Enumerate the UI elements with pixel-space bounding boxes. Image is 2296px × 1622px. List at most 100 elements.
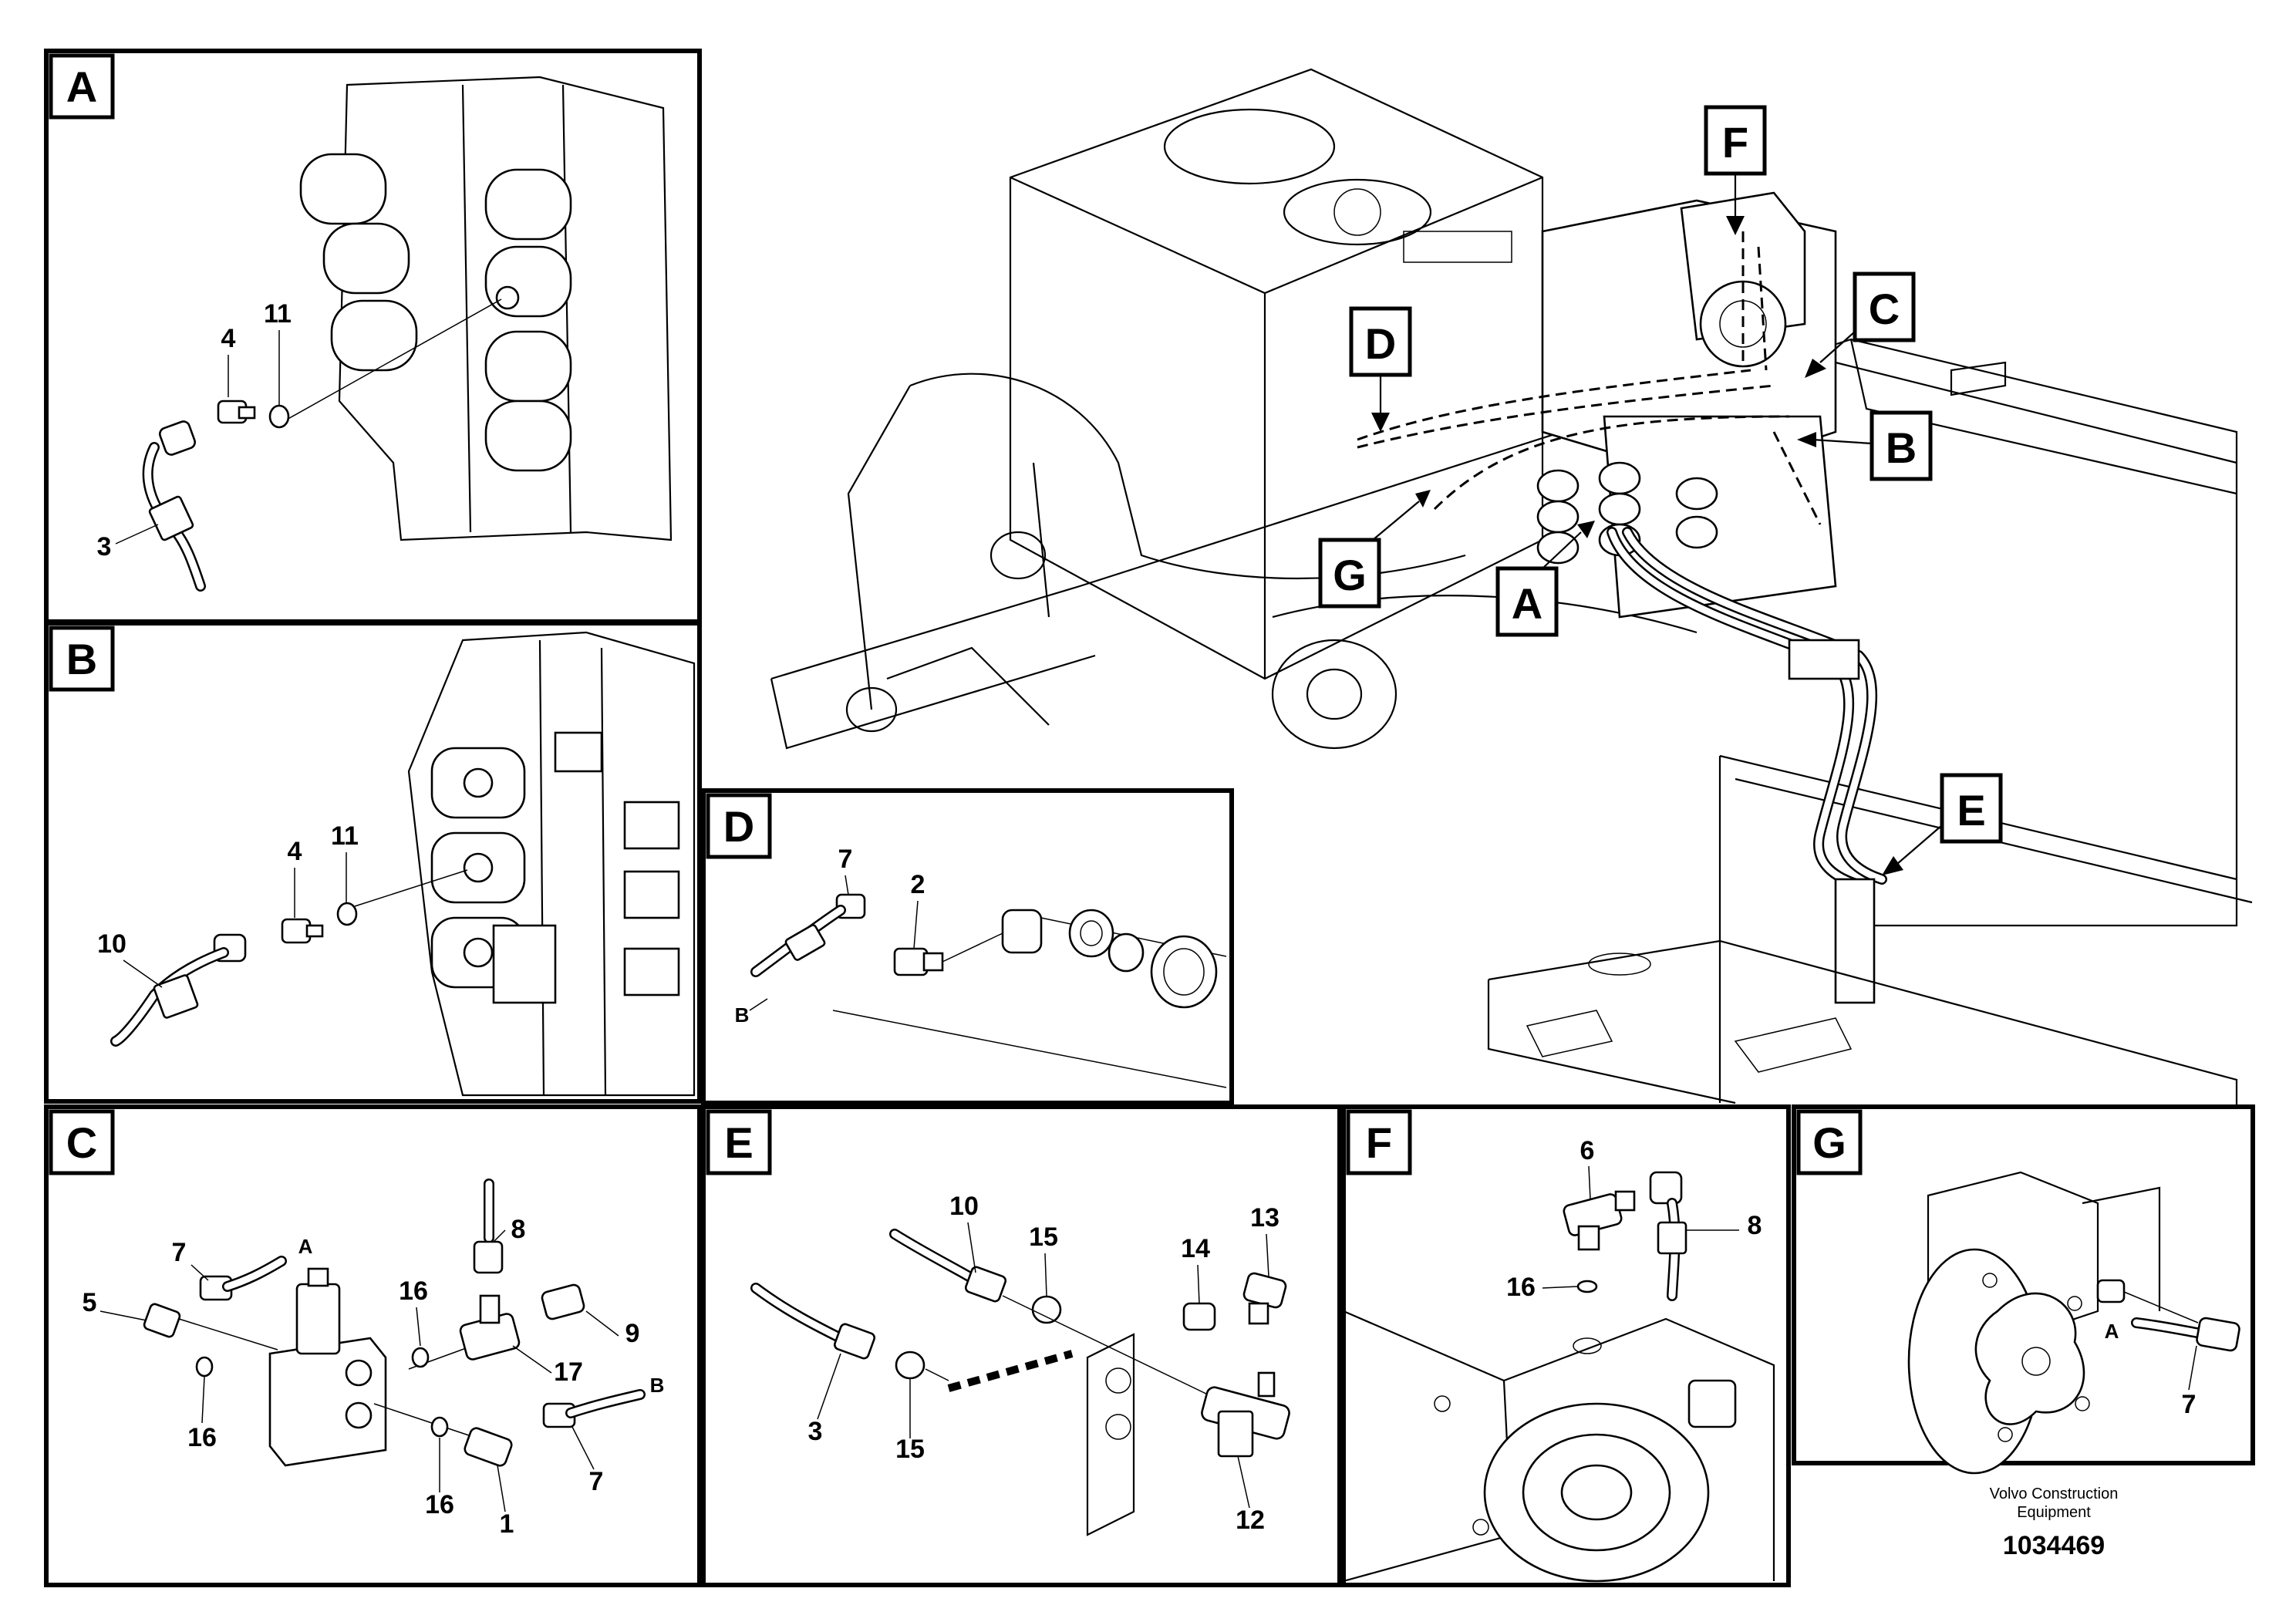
main-label-F: F <box>1704 105 1767 235</box>
spool-stack-main <box>1536 461 1718 565</box>
svg-text:7: 7 <box>2182 1390 2197 1419</box>
part-16b-oring-C <box>411 1347 430 1368</box>
svg-text:7: 7 <box>589 1467 604 1496</box>
svg-text:15: 15 <box>1029 1222 1058 1252</box>
part-10-hose-E <box>889 1229 1007 1303</box>
part-17-tee-C <box>459 1294 521 1361</box>
part-4-adapter-A <box>217 400 256 424</box>
svg-text:2: 2 <box>911 870 925 899</box>
fittings-D <box>1001 909 1218 1009</box>
title-block: Volvo Construction Equipment 1034469 <box>1990 1485 2119 1560</box>
panel-C: C <box>44 1104 702 1587</box>
svg-text:F: F <box>1722 118 1748 167</box>
panel-E: E 10 <box>701 1104 1342 1587</box>
svg-text:7: 7 <box>172 1238 187 1267</box>
bracket-E <box>1086 1333 1135 1536</box>
part-7-hose-top-C <box>199 1256 287 1301</box>
motor-G <box>1907 1171 2161 1475</box>
panel-D: D 7 2 B <box>701 788 1234 1105</box>
svg-text:C: C <box>66 1118 97 1167</box>
svg-text:G: G <box>1333 551 1367 599</box>
part-6-tee-F <box>1563 1190 1636 1251</box>
part-4-adapter-B <box>281 918 324 944</box>
svg-text:16: 16 <box>425 1490 454 1519</box>
svg-text:E: E <box>724 1118 753 1167</box>
panel-F: F 6 8 16 <box>1341 1104 1791 1587</box>
svg-text:D: D <box>723 802 754 851</box>
part-10-hose-B <box>110 933 247 1047</box>
main-label-C: C <box>1805 271 1916 378</box>
part-16c-oring-C <box>430 1416 449 1438</box>
pump-F <box>1343 1310 1775 1583</box>
svg-text:4: 4 <box>288 837 302 866</box>
svg-text:D: D <box>1365 319 1396 368</box>
part-9-plug-C <box>541 1283 585 1320</box>
part-8-hose-F <box>1649 1171 1687 1301</box>
svg-text:3: 3 <box>97 532 112 561</box>
svg-text:10: 10 <box>97 929 126 959</box>
part-15a-nut-E <box>1031 1295 1062 1324</box>
part-3-hose-E <box>750 1283 876 1360</box>
svg-text:14: 14 <box>1181 1234 1210 1263</box>
svg-text:B: B <box>66 635 97 683</box>
svg-text:16: 16 <box>1506 1273 1536 1302</box>
svg-text:A: A <box>1512 579 1542 628</box>
company-name-line2: Equipment <box>2017 1504 2091 1521</box>
part-16-oring-F <box>1576 1280 1598 1293</box>
svg-text:7: 7 <box>838 845 853 874</box>
svg-text:1: 1 <box>500 1509 514 1539</box>
solenoid-valve-C <box>268 1267 387 1467</box>
part-8-hose-C <box>473 1179 504 1274</box>
svg-text:16: 16 <box>187 1423 217 1452</box>
svg-text:B: B <box>650 1374 665 1397</box>
svg-text:6: 6 <box>1580 1136 1595 1165</box>
spools-A <box>299 153 572 472</box>
svg-text:3: 3 <box>808 1417 823 1446</box>
svg-text:9: 9 <box>625 1319 640 1348</box>
part-11-oring-A <box>268 404 290 429</box>
svg-text:17: 17 <box>554 1357 583 1387</box>
svg-text:12: 12 <box>1236 1506 1265 1535</box>
svg-text:11: 11 <box>264 299 292 329</box>
main-assembly-view <box>770 68 2253 1118</box>
part-7-hose-D <box>750 893 866 977</box>
ports-B <box>430 731 680 1004</box>
svg-text:11: 11 <box>331 821 359 851</box>
panel-G: G A 7 <box>1792 1104 2255 1475</box>
svg-text:13: 13 <box>1250 1203 1279 1233</box>
main-label-D: D <box>1349 306 1412 432</box>
svg-text:10: 10 <box>949 1192 979 1221</box>
svg-text:F: F <box>1366 1118 1392 1167</box>
svg-text:B: B <box>735 1003 750 1027</box>
svg-text:G: G <box>1812 1118 1846 1167</box>
svg-text:8: 8 <box>511 1215 526 1244</box>
svg-text:C: C <box>1869 285 1900 333</box>
svg-text:4: 4 <box>221 324 236 353</box>
part-15b-nut-E <box>895 1351 925 1380</box>
svg-text:E: E <box>1957 786 1985 835</box>
part-7-hose-G <box>2096 1279 2240 1352</box>
main-label-E: E <box>1882 773 2003 875</box>
part-12-tee-E <box>1201 1371 1290 1458</box>
part-13-elbow-E <box>1242 1272 1287 1325</box>
svg-text:8: 8 <box>1748 1211 1762 1240</box>
part-1-elbow-C <box>464 1427 513 1467</box>
part-11-oring-B <box>336 902 358 926</box>
part-2-adapter-D <box>893 947 944 976</box>
part-7-hose-bottom-C <box>542 1389 646 1428</box>
svg-text:16: 16 <box>399 1276 428 1306</box>
part-5-elbow-C <box>143 1303 181 1338</box>
svg-text:A: A <box>2105 1320 2119 1343</box>
svg-text:A: A <box>298 1235 313 1258</box>
panel-B: B 10 4 11 <box>44 621 702 1104</box>
part-16-oring-C <box>195 1356 214 1378</box>
svg-text:5: 5 <box>83 1288 97 1317</box>
main-label-A: A <box>1495 521 1595 637</box>
panel-A: A 4 11 3 <box>44 49 702 624</box>
company-name-line1: Volvo Construction <box>1990 1485 2119 1502</box>
svg-text:B: B <box>1886 423 1917 472</box>
main-label-B: B <box>1797 410 1933 481</box>
drawing-number: 1034469 <box>2003 1531 2105 1560</box>
svg-text:15: 15 <box>895 1435 925 1464</box>
